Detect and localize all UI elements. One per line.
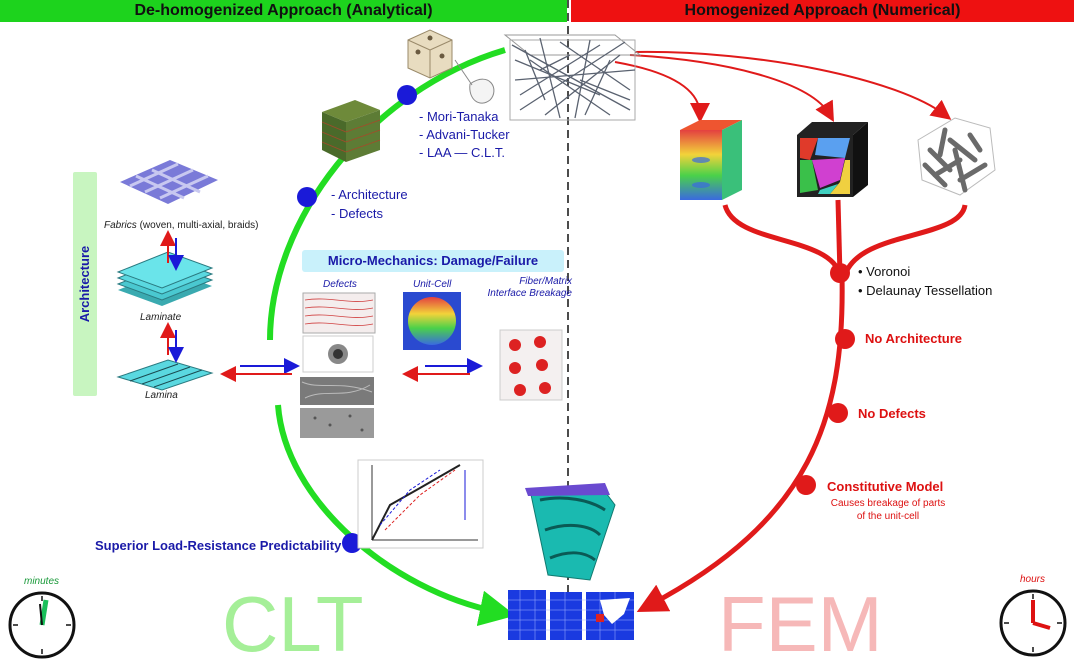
voronoi-box-icon: [797, 122, 868, 197]
right-approach-header: Homogenized Approach (Numerical): [571, 0, 1074, 22]
arrow-to-fiber-box: [634, 50, 952, 120]
laminate-label: Laminate: [140, 312, 182, 323]
lamina-icon: [116, 359, 214, 391]
fiber-label-line: Fiber/Matrix: [519, 276, 572, 287]
fiber-cluster-box-icon: [917, 117, 996, 196]
minutes-label: minutes: [24, 576, 60, 587]
arch-item: - Architecture: [331, 187, 408, 202]
node-no-architecture: [835, 329, 855, 349]
node-superior: [342, 533, 362, 553]
defects-images: [300, 292, 376, 438]
constitutive-label: Constitutive Model: [827, 479, 944, 494]
causes-line: Causes breakage of parts: [830, 498, 946, 509]
convergence-mesh-icon: [508, 590, 634, 640]
red-branch-left: [722, 204, 843, 276]
defects-label: Defects: [323, 279, 357, 290]
arch-defects-list: - Architecture - Defects: [331, 185, 408, 223]
unit-cell-label: Unit-Cell: [413, 279, 452, 290]
clt-big-label: CLT: [222, 580, 364, 668]
architecture-label: Architecture: [77, 245, 92, 323]
fem-big-label: FEM: [718, 580, 883, 668]
fabrics-detail: (woven, multi-axial, braids): [136, 220, 259, 231]
fiber-network-cube-icon: [503, 34, 642, 121]
node-constitutive: [796, 475, 816, 495]
laminate-icon: [116, 251, 214, 306]
arrow-to-voronoi-box: [629, 54, 834, 122]
micro-mechanics-banner: Micro-Mechanics: Damage/Failure: [302, 250, 564, 272]
node-no-defects: [828, 403, 848, 423]
red-branch-right: [842, 204, 968, 276]
dice-icon: [407, 29, 453, 79]
red-branch-mid: [835, 199, 843, 276]
arch-item: - Defects: [331, 206, 384, 221]
fabrics-label: Fabrics (woven, multi-axial, braids): [104, 220, 259, 231]
fem-stress-box-icon: [680, 120, 742, 200]
fabrics-italic: Fabrics: [104, 220, 137, 231]
no-defects-label: No Defects: [858, 406, 926, 421]
fiber-label-line: Interface Breakage: [487, 288, 573, 299]
unit-cell-icon: [403, 292, 461, 350]
superior-label: Superior Load-Resistance Predictability: [95, 538, 342, 553]
node-methods: [397, 85, 417, 105]
causes-line: of the unit-cell: [856, 511, 920, 522]
methods-list: - Mori-Tanaka - Advani-Tucker - LAA — C.…: [419, 108, 510, 162]
clock-icon: [999, 589, 1067, 657]
lamina-label: Lamina: [145, 390, 178, 401]
clock-icon: [8, 591, 76, 659]
left-approach-header: De-homogenized Approach (Analytical): [0, 0, 567, 22]
method-item: - Advani-Tucker: [419, 127, 510, 142]
microstructure-cube-icon: [321, 100, 381, 162]
turbine-mesh-icon: [525, 483, 616, 581]
hours-label: hours: [1020, 574, 1046, 585]
architecture-bar: Architecture: [73, 172, 97, 396]
no-architecture-label: No Architecture: [865, 331, 963, 346]
green-arc-upper: [267, 47, 506, 341]
method-item: - Mori-Tanaka: [419, 109, 499, 124]
woven-fabric-icon: [120, 160, 218, 204]
interface-breakage-icon: [499, 329, 563, 401]
tessellation-list: • Voronoi • Delaunay Tessellation: [858, 262, 992, 300]
red-arc-main: [636, 274, 845, 613]
node-voronoi: [830, 263, 850, 283]
causes-note: Causes breakage of parts of the unit-cel…: [826, 497, 950, 523]
node-architecture: [297, 187, 317, 207]
fiber-matrix-label: Fiber/Matrix Interface Breakage: [480, 276, 573, 300]
voronoi-label: • Voronoi: [858, 264, 911, 279]
method-item: - LAA — C.L.T.: [419, 145, 505, 160]
load-displacement-graph: [357, 459, 484, 549]
delaunay-label: • Delaunay Tessellation: [858, 283, 993, 298]
arrow-to-fem-box: [614, 61, 710, 123]
